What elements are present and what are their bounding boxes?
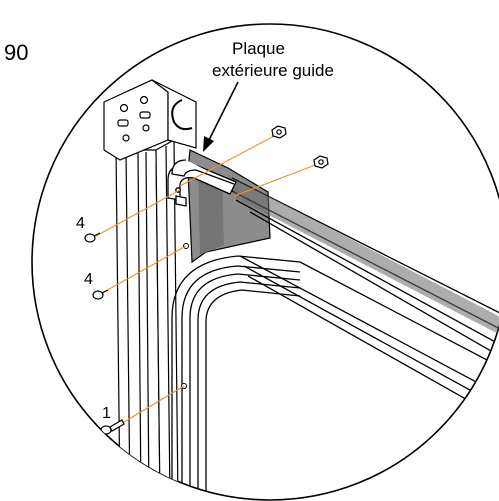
detail-circle [31, 23, 499, 501]
callout-label-line2: extérieure guide [212, 61, 334, 80]
vertical-track [171, 255, 301, 500]
hex-nut [313, 155, 329, 169]
bolt-lower [100, 419, 125, 435]
leader-lines [95, 135, 319, 429]
screw-upper [84, 232, 101, 243]
step-number: 90 [4, 40, 28, 65]
callout-arrow [203, 81, 239, 152]
top-bracket [103, 79, 197, 161]
callout-label-line1: Plaque [232, 39, 285, 58]
screw-middle-quantity: 4 [84, 271, 93, 288]
track-end-cap [167, 159, 237, 207]
screw-upper-quantity: 4 [76, 215, 85, 232]
screw-middle [92, 289, 109, 300]
bolt-lower-quantity: 1 [102, 405, 111, 422]
hex-nut [271, 125, 287, 139]
